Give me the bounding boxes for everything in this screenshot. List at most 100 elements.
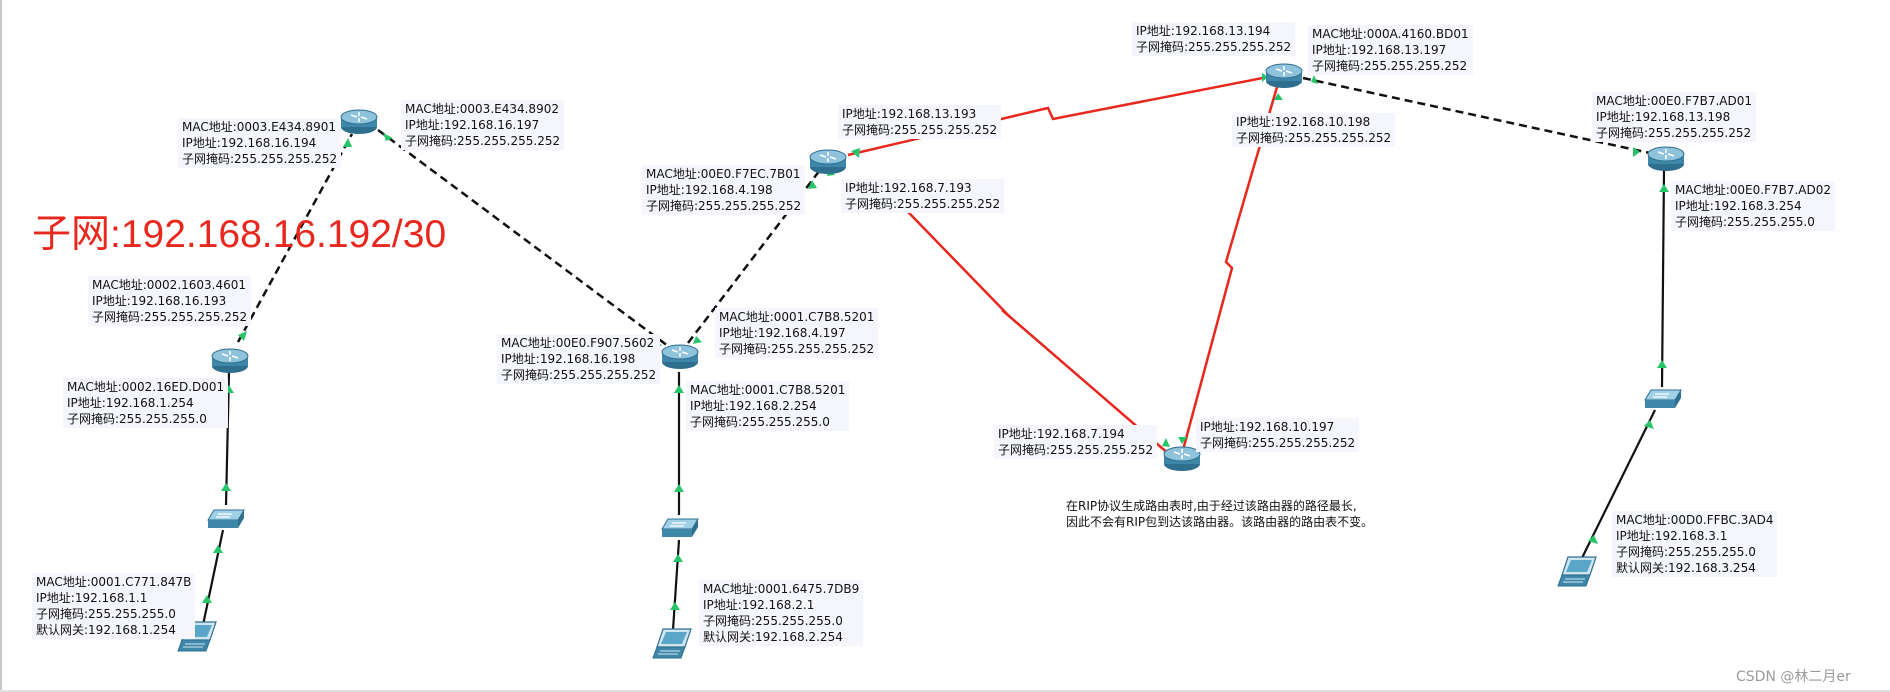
rip-note: 在RIP协议生成路由表时,由于经过该路由器的路径最长, 因此不会有RIP包到达该… xyxy=(1066,498,1373,530)
crossover-link-r3-r4[interactable] xyxy=(687,169,821,344)
mac-address: MAC地址:00D0.FFBC.3AD4 xyxy=(1616,513,1774,527)
default-gateway: 默认网关:192.168.3.254 xyxy=(1616,561,1756,575)
router-icon[interactable] xyxy=(808,148,848,176)
ip-address: IP地址:192.168.3.254 xyxy=(1675,199,1802,213)
crossover-link-r5-r7[interactable] xyxy=(1302,76,1651,155)
interface-label-router3-g1: MAC地址:00E0.F907.5602 IP地址:192.168.16.198… xyxy=(497,334,661,384)
pc-label-pc1: MAC地址:0001.C771.847B IP地址:192.168.1.1 子网… xyxy=(32,573,196,639)
ip-address: IP地址:192.168.16.194 xyxy=(182,136,317,150)
ip-address: IP地址:192.168.13.193 xyxy=(842,107,977,121)
interface-label-router2-g1: MAC地址:0002.1603.4601 IP地址:192.168.16.193… xyxy=(88,276,252,326)
interface-label-router4-s0: IP地址:192.168.13.193 子网掩码:255.255.255.252 xyxy=(838,105,1002,139)
port-up-arrow xyxy=(213,545,223,553)
subnet-mask: 子网掩码:255.255.255.0 xyxy=(67,412,207,426)
ip-address: IP地址:192.168.1.1 xyxy=(36,591,148,605)
router-icon[interactable] xyxy=(210,347,250,375)
ip-address: IP地址:192.168.13.194 xyxy=(1136,24,1271,38)
port-up-arrow xyxy=(202,595,212,603)
ip-address: IP地址:192.168.2.1 xyxy=(703,598,815,612)
interface-label-router5-g0: MAC地址:000A.4160.BD01 IP地址:192.168.13.197… xyxy=(1308,25,1473,75)
subnet-mask: 子网掩码:255.255.255.252 xyxy=(405,134,561,148)
subnet-mask: 子网掩码:255.255.255.0 xyxy=(703,614,843,628)
port-up-arrow xyxy=(674,484,684,492)
port-up-arrow xyxy=(693,336,702,344)
interface-label-router7-g0: MAC地址:00E0.F7B7.AD01 IP地址:192.168.13.198… xyxy=(1592,92,1757,142)
laptop-icon[interactable] xyxy=(1556,555,1600,589)
ip-address: IP地址:192.168.10.198 xyxy=(1236,115,1371,129)
ip-address: IP地址:192.168.7.193 xyxy=(845,181,972,195)
switch-icon[interactable] xyxy=(206,508,246,530)
port-up-arrow xyxy=(1274,93,1283,100)
subnet-mask: 子网掩码:255.255.255.252 xyxy=(719,342,875,356)
subnet-mask: 子网掩码:255.255.255.0 xyxy=(1675,215,1815,229)
pc-label-pc3: MAC地址:00D0.FFBC.3AD4 IP地址:192.168.3.1 子网… xyxy=(1612,511,1778,577)
ip-address: IP地址:192.168.4.198 xyxy=(646,183,773,197)
rip-note-line2: 因此不会有RIP包到达该路由器。该路由器的路由表不变。 xyxy=(1066,515,1374,529)
port-up-arrow xyxy=(383,133,393,141)
subnet-mask: 子网掩码:255.255.255.252 xyxy=(998,443,1154,457)
crossover-link-r1-r3[interactable] xyxy=(377,128,669,348)
default-gateway: 默认网关:192.168.1.254 xyxy=(36,623,176,637)
rip-note-line1: 在RIP协议生成路由表时,由于经过该路由器的路径最长, xyxy=(1066,499,1357,513)
subnet-mask: 子网掩码:255.255.255.252 xyxy=(1596,126,1752,140)
ip-address: IP地址:192.168.4.197 xyxy=(719,326,846,340)
port-up-arrow xyxy=(1659,184,1669,192)
port-up-arrow xyxy=(1644,420,1654,429)
port-up-arrow xyxy=(343,138,352,147)
ip-address: IP地址:192.168.7.194 xyxy=(998,427,1125,441)
port-up-arrow xyxy=(808,180,817,189)
ethernet-link-r2-sw1[interactable] xyxy=(224,371,231,506)
interface-label-router7-g1: MAC地址:00E0.F7B7.AD02 IP地址:192.168.3.254 … xyxy=(1671,181,1836,231)
interface-label-router6-s0: IP地址:192.168.7.194 子网掩码:255.255.255.252 xyxy=(994,425,1158,459)
switch-icon[interactable] xyxy=(1643,388,1683,410)
interface-label-router1-g1: MAC地址:0003.E434.8902 IP地址:192.168.16.197… xyxy=(401,100,565,150)
port-up-arrow xyxy=(1178,437,1187,444)
mac-address: MAC地址:000A.4160.BD01 xyxy=(1312,27,1469,41)
interface-label-router1-g0: MAC地址:0003.E434.8901 IP地址:192.168.16.194… xyxy=(178,118,342,168)
mac-address: MAC地址:0001.C7B8.5201 xyxy=(690,383,846,397)
mac-address: MAC地址:0002.16ED.D001 xyxy=(67,380,225,394)
port-up-arrow xyxy=(851,148,860,158)
router-icon[interactable] xyxy=(1264,62,1304,90)
mac-address: MAC地址:0001.6475.7DB9 xyxy=(703,582,860,596)
serial-link-r4-r6[interactable] xyxy=(879,182,1171,456)
port-up-arrow xyxy=(674,385,684,393)
router-icon[interactable] xyxy=(660,343,700,371)
interface-label-router4-s1: IP地址:192.168.7.193 子网掩码:255.255.255.252 xyxy=(841,179,1005,213)
laptop-icon[interactable] xyxy=(651,627,695,661)
port-up-arrow xyxy=(670,602,680,610)
port-up-arrow xyxy=(238,331,247,341)
ip-address: IP地址:192.168.16.198 xyxy=(501,352,636,366)
mac-address: MAC地址:00E0.F7B7.AD01 xyxy=(1596,94,1753,108)
ip-address: IP地址:192.168.3.1 xyxy=(1616,529,1728,543)
crossover-link-r2-r1[interactable] xyxy=(236,133,354,343)
subnet-mask: 子网掩码:255.255.255.252 xyxy=(845,197,1001,211)
mac-address: MAC地址:00E0.F7B7.AD02 xyxy=(1675,183,1832,197)
serial-link-r6-r5[interactable] xyxy=(1181,86,1279,451)
ethernet-link-r7-sw3[interactable] xyxy=(1660,169,1666,388)
crossover-links xyxy=(236,76,1651,348)
mac-address: MAC地址:00E0.F7EC.7B01 xyxy=(646,167,801,181)
port-up-arrow xyxy=(1311,75,1318,84)
default-gateway: 默认网关:192.168.2.254 xyxy=(703,630,843,644)
mac-address: MAC地址:0003.E434.8902 xyxy=(405,102,559,116)
router-icon[interactable] xyxy=(1162,445,1202,473)
subnet-mask: 子网掩码:255.255.255.0 xyxy=(36,607,176,621)
switch-icon[interactable] xyxy=(660,517,700,539)
interface-label-router3-g2: MAC地址:0001.C7B8.5201 IP地址:192.168.4.197 … xyxy=(715,308,879,358)
ip-address: IP地址:192.168.1.254 xyxy=(67,396,194,410)
pc-label-pc2: MAC地址:0001.6475.7DB9 IP地址:192.168.2.1 子网… xyxy=(699,580,864,646)
router-icon[interactable] xyxy=(339,108,379,136)
subnet-mask: 子网掩码:255.255.255.252 xyxy=(646,199,802,213)
subnet-mask: 子网掩码:255.255.255.252 xyxy=(1312,59,1468,73)
bottom-border xyxy=(0,690,1890,692)
subnet-mask: 子网掩码:255.255.255.252 xyxy=(842,123,998,137)
mac-address: MAC地址:00E0.F907.5602 xyxy=(501,336,655,350)
ip-address: IP地址:192.168.16.197 xyxy=(405,118,540,132)
subnet-annotation: 子网:192.168.16.192/30 xyxy=(32,213,447,256)
ethernet-link-sw1-pc1[interactable] xyxy=(201,529,225,626)
ethernet-link-sw2-pc2[interactable] xyxy=(671,539,681,631)
router-icon[interactable] xyxy=(1646,145,1686,173)
mac-address: MAC地址:0001.C771.847B xyxy=(36,575,192,589)
